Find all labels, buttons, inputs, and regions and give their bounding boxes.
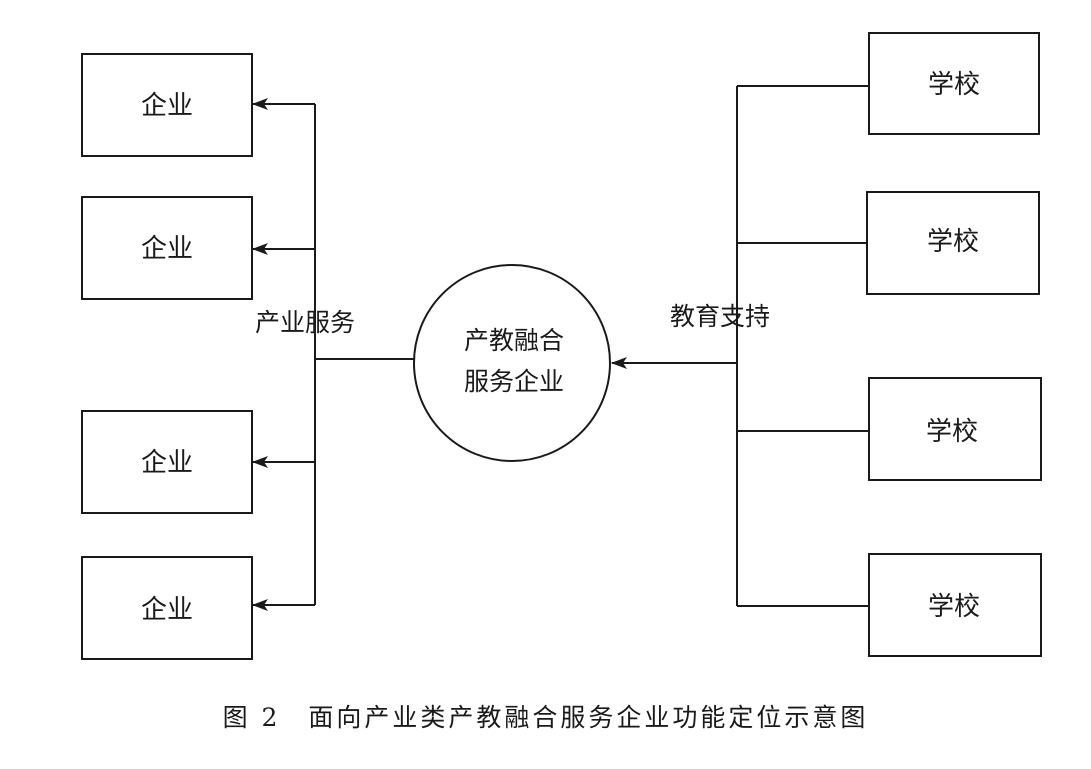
school-label: 学校	[928, 592, 980, 622]
support-connectors	[611, 85, 869, 607]
enterprise-node: 企业	[81, 196, 253, 300]
figure-caption: 图 2 面向产业类产教融合服务企业功能定位示意图	[0, 698, 1091, 734]
center-label-line1: 产教融合	[464, 326, 564, 355]
enterprise-label: 企业	[141, 234, 193, 264]
enterprise-node: 企业	[81, 556, 253, 660]
figure-number: 图 2	[222, 703, 281, 732]
service-connectors	[252, 98, 414, 611]
center-label-line2: 服务企业	[464, 367, 564, 396]
school-label: 学校	[927, 227, 979, 257]
school-label: 学校	[928, 70, 980, 100]
positioning-diagram: 企业 企业 企业 企业 产业服务 产教融合 服务企业 教育支持	[81, 32, 1042, 660]
enterprise-label: 企业	[141, 595, 193, 625]
school-node: 学校	[868, 32, 1040, 135]
enterprise-label: 企业	[141, 448, 193, 478]
enterprise-label: 企业	[141, 91, 193, 121]
industry-service-label: 产业服务	[255, 308, 355, 337]
school-node: 学校	[868, 553, 1042, 657]
enterprise-node: 企业	[81, 53, 253, 157]
center-node: 产教融合 服务企业	[413, 264, 611, 462]
figure-title: 面向产业类产教融合服务企业功能定位示意图	[308, 703, 869, 732]
education-support-label: 教育支持	[670, 302, 770, 331]
school-node: 学校	[868, 377, 1042, 481]
enterprise-node: 企业	[81, 410, 253, 514]
school-node: 学校	[866, 191, 1040, 295]
school-label: 学校	[926, 417, 978, 447]
